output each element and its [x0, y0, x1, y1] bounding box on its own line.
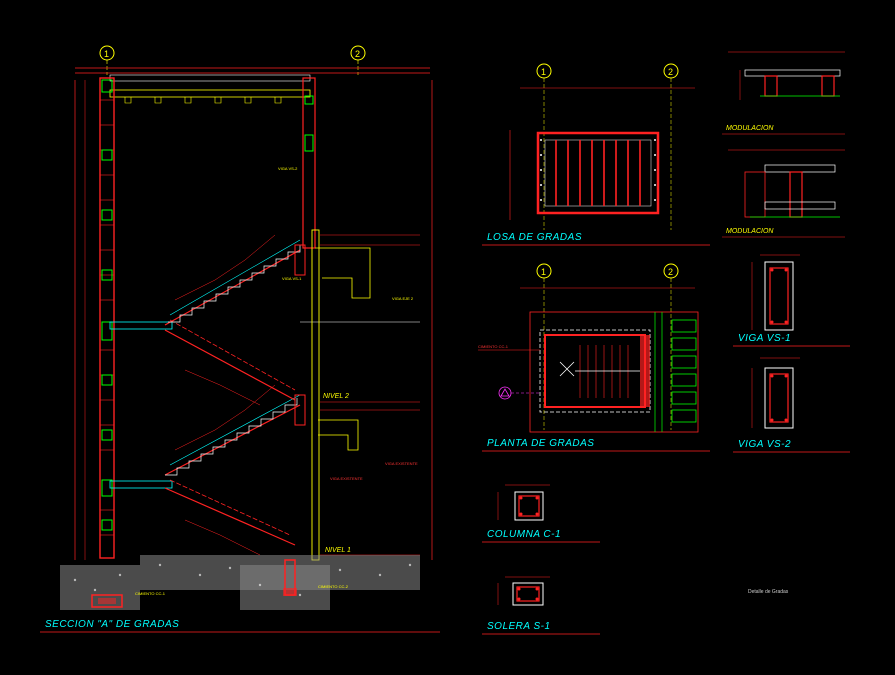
seccion-title: SECCION "A" DE GRADAS	[45, 619, 179, 630]
planta-axis-2-label: 2	[668, 267, 673, 277]
solera-title: SOLERA S-1	[487, 621, 551, 632]
viga-vs1-drawing: VIGA VS-1	[733, 254, 850, 347]
planta-de-gradas-drawing: 1 2 CIMIENTO CC-1 PLANTA DE GR	[478, 263, 710, 452]
modulacion-2-title: MODULACION	[726, 228, 774, 235]
viga-vs1-label: VIGA VS-1	[282, 276, 302, 281]
viga-existente-2-label: VIGA EXISTENTE	[385, 461, 418, 466]
nivel-2-label: NIVEL 2	[323, 393, 349, 400]
viga-vs2-title: VIGA VS-2	[738, 439, 791, 450]
losa-axis-1-label: 1	[541, 67, 546, 77]
losa-title: LOSA DE GRADAS	[487, 232, 582, 243]
losa-axis-2-label: 2	[668, 67, 673, 77]
columna-c1-drawing: COLUMNA C-1	[482, 484, 600, 543]
solera-s1-drawing: SOLERA S-1	[482, 576, 600, 635]
columna-title: COLUMNA C-1	[487, 529, 561, 540]
planta-axis-1-label: 1	[541, 267, 546, 277]
axis-1-label: 1	[104, 49, 109, 59]
nivel-1-label: NIVEL 1	[325, 547, 351, 554]
modulacion-1-drawing: MODULACION	[722, 51, 845, 135]
viga-existente-1-label: VIGA EXISTENTE	[330, 476, 363, 481]
losa-de-gradas-drawing: 1 2 LOSA DE GRADAS	[482, 63, 710, 246]
cimiento-cc1-plan-label: CIMIENTO CC-1	[478, 344, 509, 349]
viga-eje2-label: VIGA EJE 2	[392, 296, 414, 301]
planta-title: PLANTA DE GRADAS	[487, 438, 594, 449]
drawing-credit: Detalle de Gradas	[748, 589, 789, 595]
cimiento-cc2-label: CIMIENTO CC-2	[318, 584, 349, 589]
viga-vs1-title: VIGA VS-1	[738, 333, 791, 344]
modulacion-2-drawing: MODULACION	[722, 149, 845, 238]
cimiento-cc1-label: CIMIENTO CC-1	[135, 591, 166, 596]
modulacion-1-title: MODULACION	[726, 125, 774, 132]
axis-2-label: 2	[355, 49, 360, 59]
viga-vs2-label: VIGA VS-2	[278, 166, 298, 171]
viga-vs2-drawing: VIGA VS-2	[733, 357, 850, 453]
seccion-a-drawing: 1 2	[40, 45, 440, 633]
